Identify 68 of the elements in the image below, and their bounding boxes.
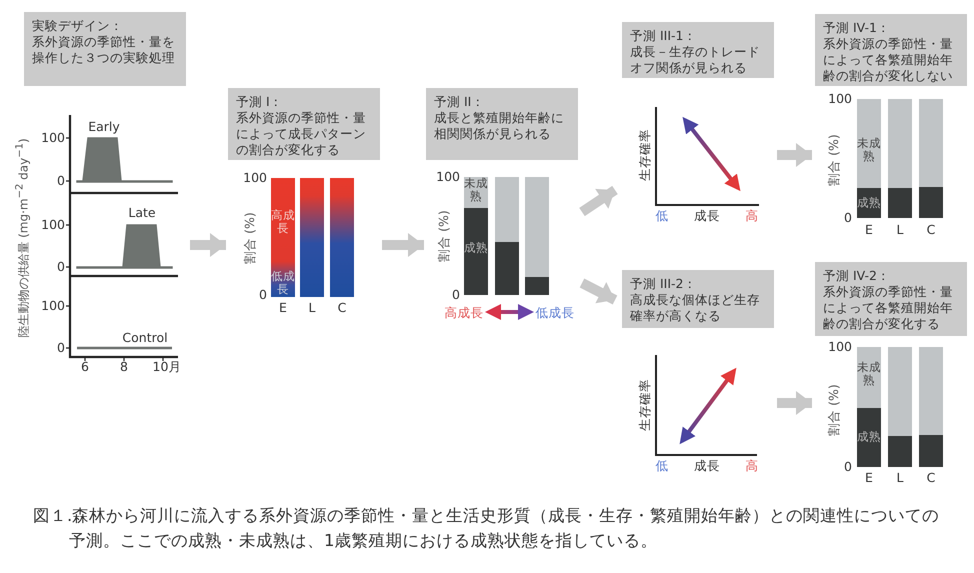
heading-text: 予測 II： xyxy=(434,94,486,110)
category-label: E xyxy=(865,471,873,485)
axis-title: 生存確率 xyxy=(638,379,652,431)
body-text: 系外資源の季節性・量によって各繁殖開始年齢の割合が変化しない xyxy=(823,36,954,84)
category-label: C xyxy=(926,471,936,485)
block-arrow xyxy=(579,186,618,216)
curve-label: Early xyxy=(88,120,120,134)
body-text: 系外資源の季節性・量によって成長パターンの割合が変化する xyxy=(236,110,367,158)
tick-label: 6 xyxy=(81,360,89,374)
bar-label: 成熟 xyxy=(464,242,488,254)
category-label: L xyxy=(896,471,904,485)
category-label: E xyxy=(865,223,873,237)
heading-text: 予測 I： xyxy=(236,94,284,110)
tick-label: 100 xyxy=(41,299,65,313)
tick-label: 100 xyxy=(436,170,460,184)
axis-end-label: 低成長 xyxy=(536,306,574,320)
block-arrow xyxy=(777,391,812,415)
axis-title: 割合 (%) xyxy=(827,134,841,186)
body-text: 成長と繁殖開始年齢に相関関係が見られる xyxy=(434,110,565,142)
tick-label: 100 xyxy=(828,92,852,106)
body-text: 成長－生存のトレードオフ関係が見られる xyxy=(630,44,761,76)
tick-label: 100 xyxy=(41,131,65,145)
bar-label: 成熟 xyxy=(857,430,881,444)
tick-label: 100 xyxy=(828,340,852,354)
body-text: 高成長な個体ほど生存確率が高くなる xyxy=(630,292,761,324)
body-text: 系外資源の季節性・量によって各繁殖開始年齢の割合が変化する xyxy=(823,284,954,332)
block-arrow xyxy=(777,143,812,167)
tick-label: 100 xyxy=(41,218,65,232)
bar-label: 成熟 xyxy=(857,196,881,210)
axis-title: 生存確率 xyxy=(638,129,652,181)
tick-label: 0 xyxy=(57,341,65,355)
axis-title: 割合 (%) xyxy=(243,212,257,264)
tick-label: 0 xyxy=(57,260,65,274)
block-arrow xyxy=(190,233,226,257)
curve-label: Control xyxy=(122,331,168,345)
heading-text: 予測 III-1： xyxy=(630,28,698,44)
category-label: L xyxy=(308,301,316,315)
bar-label: 未成熟 xyxy=(464,177,488,203)
tick-label: 0 xyxy=(452,288,460,302)
axis-title: 成長 xyxy=(694,209,720,223)
heading-text: 予測 IV-2： xyxy=(823,268,891,284)
tick-label: 0 xyxy=(844,211,852,225)
tick-label: 10月 xyxy=(152,360,182,374)
heading-text: 予測 IV-1： xyxy=(823,20,891,36)
tick-label: 0 xyxy=(259,288,267,302)
tick-label: 8 xyxy=(120,360,128,374)
category-label: C xyxy=(338,301,346,315)
block-arrow xyxy=(580,278,618,304)
heading-text: 予測 III-2： xyxy=(630,276,698,292)
axis-title: 割合 (%) xyxy=(437,210,451,262)
bar-label: 高成長 xyxy=(271,209,295,235)
heading-text: 実験デザイン： xyxy=(32,18,124,34)
category-label: C xyxy=(926,223,936,237)
category-label: L xyxy=(896,223,904,237)
caption: 図１.森林から河川に流入する系外資源の季節性・量と生活史形質（成長・生存・繁殖開始年齢）との関連性についての予測。ここでの成熟・未成熟は、1歳繁殖期における成熟状態を指している。 xyxy=(33,505,940,552)
axis-title: 成長 xyxy=(694,459,720,473)
tick-label: 100 xyxy=(243,171,267,185)
bar-label: 低成長 xyxy=(271,270,295,296)
bar-label: 未成熟 xyxy=(857,361,881,387)
tick-label: 0 xyxy=(844,460,852,474)
category-label: E xyxy=(279,301,287,315)
body-text: 系外資源の季節性・量を操作した３つの実験処理 xyxy=(32,34,176,66)
block-arrow xyxy=(382,233,424,257)
curve-label: Late xyxy=(128,206,156,220)
tick-label: 0 xyxy=(57,174,65,188)
axis-end-label: 高成長 xyxy=(444,306,484,320)
bar-label: 未成熟 xyxy=(857,137,881,163)
axis-title: 割合 (%) xyxy=(827,384,841,436)
